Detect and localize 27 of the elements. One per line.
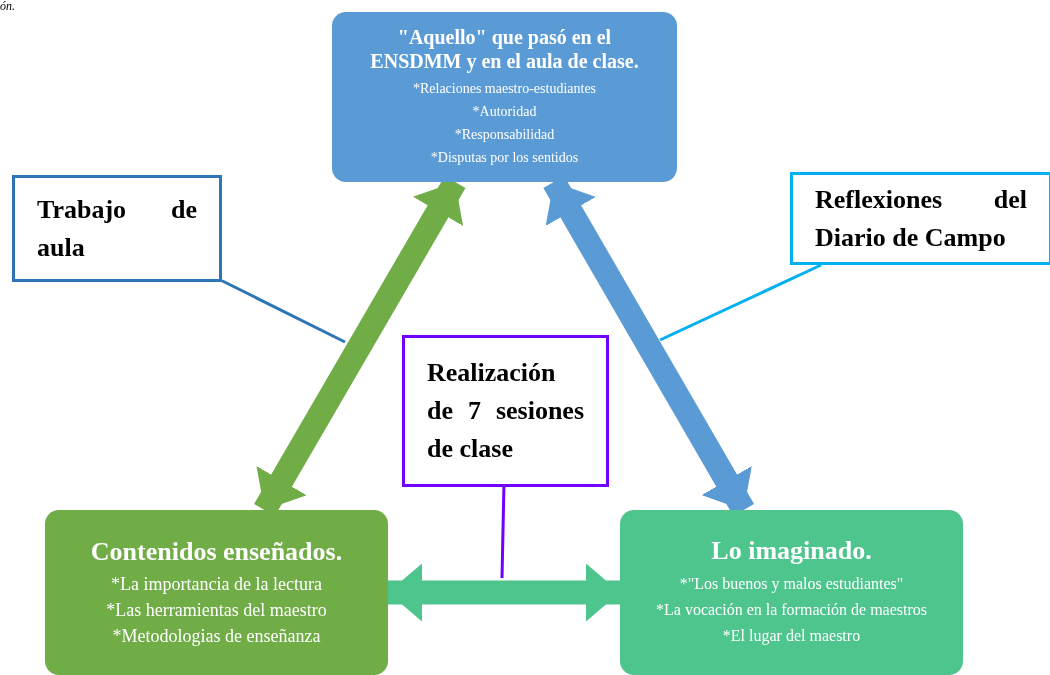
bullet-text: *Autoridad [471,102,538,121]
box-heading: Contenidos enseñados. [89,535,344,567]
connector-line [221,279,346,344]
bullet-text: *La importancia de la lectura [110,572,323,596]
double-arrow [388,563,620,622]
cut-text: ón. [0,0,15,12]
rounded-box [620,510,963,675]
bullet-text: *Relaciones maestro-estudiantes [411,79,598,98]
bullet-text: *Disputas por los sentidos [429,149,580,168]
box-heading: "Aquello" que pasó en el ENSDMM y en el aula de clase. [369,24,640,73]
bullet-text: *Metodologias de enseñanza [111,625,322,649]
bullet-text: *La vocación en la formación de maestros [655,599,928,620]
connector-line [500,486,506,579]
outlined-box [402,335,609,487]
rounded-box [45,510,388,675]
box-text: Trabajo de aula [37,193,197,264]
outlined-box [12,175,222,282]
box-text: Realización de 7 sesiones de clase [427,357,584,465]
bullet-text: *"Los buenos y malos estudiantes" [678,573,905,595]
outlined-box [790,172,1050,265]
box-heading: Lo imaginado. [710,535,873,567]
rounded-box [332,12,677,182]
connector-line [659,263,822,342]
bullet-text: *Las herramientas del maestro [105,599,328,623]
bullet-text: *El lugar del maestro [721,626,862,647]
box-text: Reflexiones del Diario de Campo [815,183,1027,254]
bullet-text: *Responsabilidad [453,126,556,144]
